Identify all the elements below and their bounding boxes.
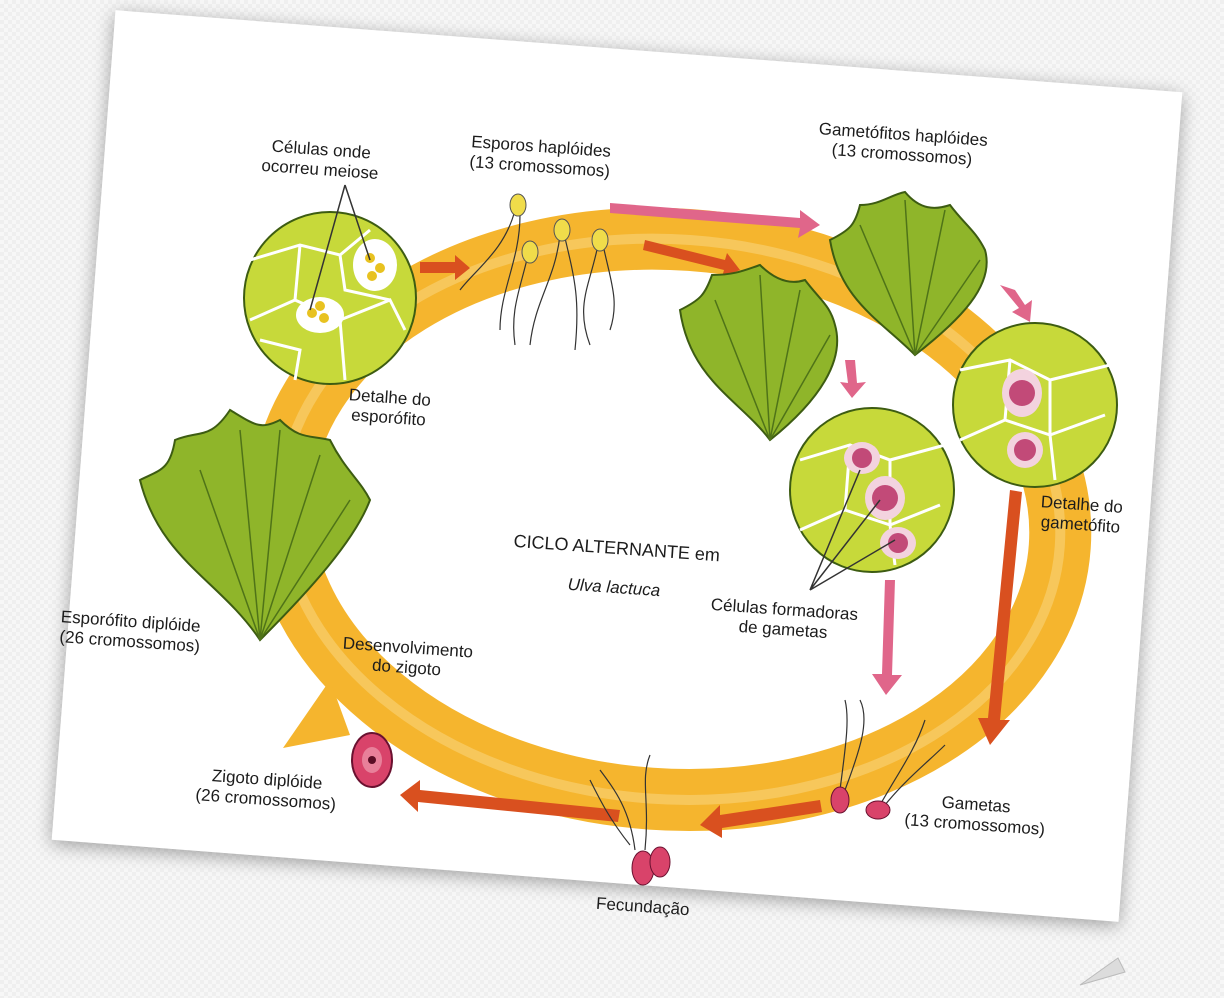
label-sporophyte-detail: Detalhe do esporófito	[347, 385, 432, 431]
zygote	[352, 733, 392, 787]
diagram-title: CICLO ALTERNANTE em Ulva lactuca	[509, 511, 722, 625]
page-curl	[1080, 958, 1125, 985]
title-species: Ulva lactuca	[510, 571, 718, 605]
title-text: CICLO ALTERNANTE em	[513, 531, 721, 565]
gamete-forming-cells-circle	[790, 408, 954, 572]
label-gametophyte-detail: Detalhe do gametófito	[1039, 492, 1124, 538]
gametophyte-detail-circle	[953, 323, 1117, 487]
gametophyte-thallus-center	[680, 265, 837, 440]
label-meiosis-cells: Células onde ocorreu meiose	[261, 136, 381, 184]
